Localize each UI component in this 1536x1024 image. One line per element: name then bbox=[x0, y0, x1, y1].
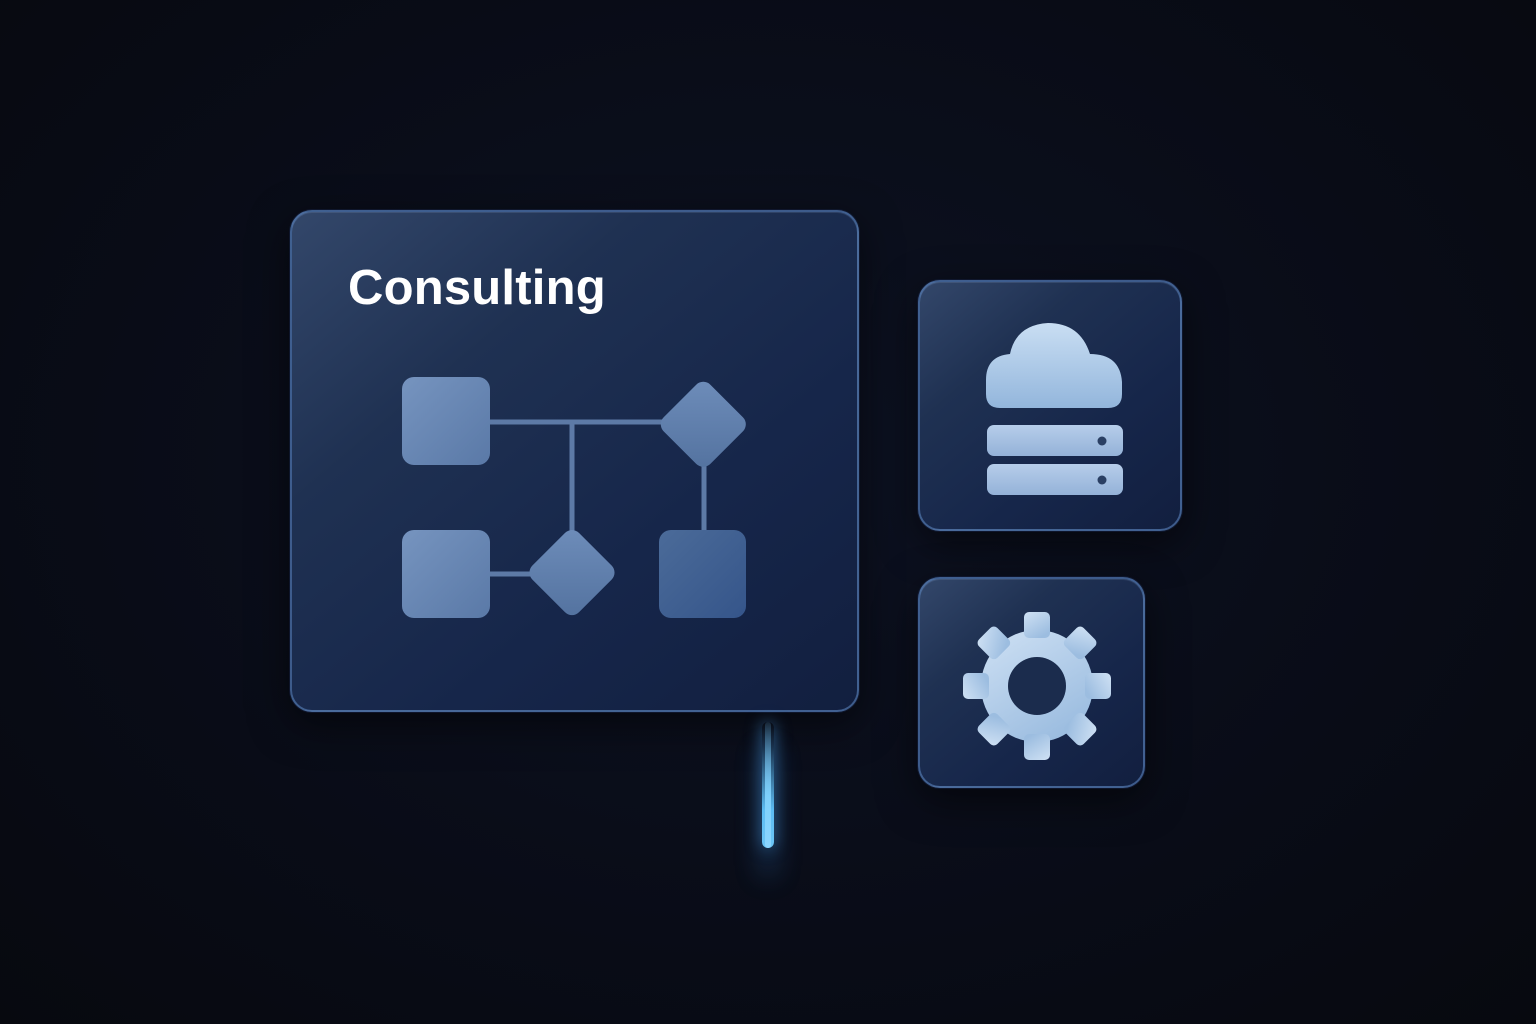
cloud-shape bbox=[986, 323, 1122, 408]
flowchart-node bbox=[402, 530, 490, 618]
flowchart-node bbox=[402, 377, 490, 465]
flowchart-node bbox=[659, 530, 746, 618]
flowchart-icon bbox=[402, 377, 746, 618]
settings-card[interactable] bbox=[918, 577, 1145, 788]
glow-indicator-line bbox=[762, 722, 774, 848]
gear-icon bbox=[963, 612, 1111, 760]
glow-indicator-core bbox=[765, 722, 771, 848]
flowchart-decision-node bbox=[529, 530, 615, 616]
card-title: Consulting bbox=[348, 261, 606, 315]
cloud-server-card[interactable] bbox=[918, 280, 1182, 531]
consulting-card[interactable]: Consulting bbox=[290, 210, 859, 712]
server-led bbox=[1097, 475, 1107, 485]
server-unit bbox=[987, 464, 1123, 495]
flowchart-decision-node bbox=[660, 381, 746, 467]
cloud-server-icon bbox=[986, 323, 1123, 495]
server-led bbox=[1097, 436, 1107, 446]
server-unit bbox=[987, 425, 1123, 456]
flowchart-connectors bbox=[485, 419, 707, 577]
